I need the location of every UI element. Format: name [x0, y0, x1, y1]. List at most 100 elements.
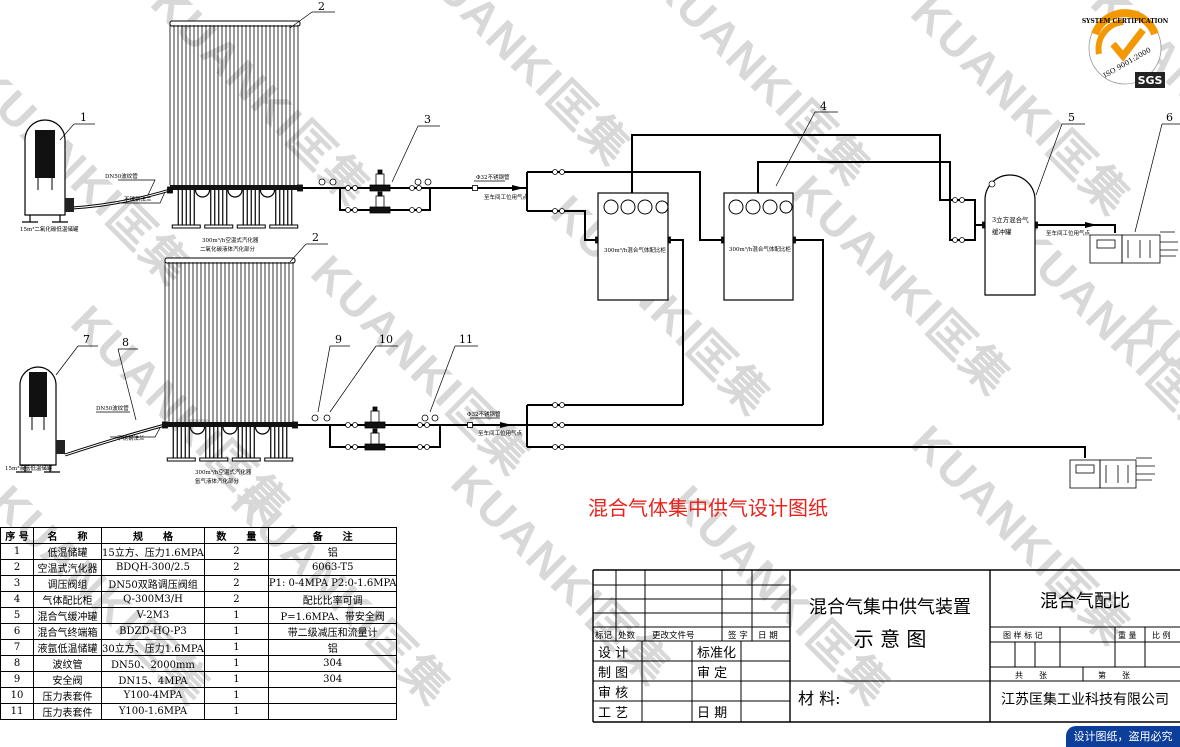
pipe-label-top: Φ32不锈钢管 — [476, 173, 510, 181]
table-cell — [267, 687, 398, 704]
rev-doc: 更改文件号 — [652, 630, 695, 641]
table-cell: 铝 — [267, 639, 398, 656]
table-cell: 7 — [0, 639, 34, 656]
date-label: 日 期 — [697, 706, 727, 721]
table-cell: 名 称 — [33, 527, 102, 544]
flange-label-top: 不锈钢法兰 — [124, 195, 152, 203]
drawing-subtitle: 示 意 图 — [854, 627, 927, 651]
vaporizer-argon — [164, 257, 296, 462]
company-name: 江苏匡集工业科技有限公司 — [1001, 691, 1169, 708]
callout-10: 10 — [379, 333, 393, 346]
table-cell: P1: 0-4MPA P2:0-1.6MPA — [267, 575, 398, 592]
to-point-label-top: 至车间工位用气点 — [484, 193, 529, 201]
callout-2b: 2 — [312, 231, 319, 244]
drawing-title: 混合气集中供气装置 — [809, 597, 971, 618]
drawing-name: 混合气配比 — [1040, 591, 1130, 612]
table-cell: 9 — [0, 671, 34, 688]
flange-label-bottom: 不锈钢法兰 — [117, 434, 145, 442]
rev-count: 处数 — [618, 630, 636, 641]
rev-mark: 标记 — [595, 630, 613, 641]
table-cell: 压力表套件 — [33, 703, 102, 720]
argon-tank — [16, 366, 65, 473]
callout-3: 3 — [424, 113, 431, 126]
table-cell: 304 — [267, 655, 398, 672]
table-cell: 混合气终端箱 — [33, 623, 102, 640]
table-cell: 带二级减压和流量计 — [267, 623, 398, 640]
diagram-labels: 15m³二氧化碳低温储罐 15m³液氩低温储罐 DN50波纹管 不锈钢法兰 DN… — [5, 172, 1091, 485]
table-cell: 空温式汽化器 — [33, 559, 102, 576]
table-cell: Y100-1.6MPA — [101, 703, 205, 720]
terminal-box-1 — [1089, 231, 1178, 264]
table-cell: 调压阀组 — [33, 575, 102, 592]
co2-tank-label: 15m³二氧化碳低温储罐 — [20, 225, 79, 233]
flow-arrows — [500, 185, 1097, 428]
arrow-icon — [512, 185, 524, 191]
table-cell: 5 — [0, 607, 34, 624]
terminal-box-2 — [1069, 457, 1155, 489]
table-cell: 1 — [203, 623, 269, 640]
table-cell: 2 — [203, 591, 269, 608]
table-cell — [267, 703, 398, 720]
callout-11: 11 — [459, 333, 473, 346]
sheet-number-label: 第 张 — [1098, 670, 1130, 680]
table-cell: 混合气缓冲罐 — [33, 607, 102, 624]
callout-2: 2 — [318, 0, 325, 13]
table-cell: 1 — [203, 687, 269, 704]
logo-ring-text: SYSTEM CERTIFICATION — [1082, 18, 1169, 25]
table-cell: 6 — [0, 623, 34, 640]
table-cell: Y100-4MPA — [101, 687, 205, 704]
vaporizer-bottom-label-2: 氩气液体汽化部分 — [195, 477, 240, 485]
process-label: 工 艺 — [598, 706, 628, 721]
weight-label: 重 量 — [1118, 630, 1137, 640]
check-label: 审 核 — [598, 686, 628, 701]
to-point-label-bottom: 至车间工位用气点 — [478, 429, 523, 437]
table-cell: 3 — [0, 575, 34, 592]
table-cell: 4 — [0, 591, 34, 608]
rev-sign: 签 字 — [728, 630, 748, 641]
table-cell: 波纹管 — [33, 655, 102, 672]
rev-date: 日 期 — [758, 631, 778, 641]
callout-leaders — [55, 11, 1180, 438]
vaporizer-top-label-2: 二氧化碳液体汽化部分 — [200, 245, 256, 253]
table-cell: 铝 — [267, 543, 398, 560]
drawing-label: 制 图 — [598, 666, 628, 681]
table-cell: BDQH-300/2.5 — [101, 559, 205, 576]
table-cell: 压力表套件 — [33, 687, 102, 704]
table-cell: 1 — [0, 543, 34, 560]
vaporizer-bottom-label-1: 300m³/h空温式汽化器 — [195, 468, 252, 476]
standard-label: 标准化 — [697, 646, 736, 661]
hose-label-bottom: DN50波纹管 — [96, 404, 129, 412]
buffer-tank-label-1: 3立方混合气 — [992, 215, 1029, 224]
table-cell: 2 — [203, 559, 269, 576]
title-block-text: 标记 处数 更改文件号 签 字 日 期 设 计 标准化 制 图 审 定 审 核 … — [595, 591, 1171, 721]
copyright-banner: 设计图纸，盗用必究 — [1066, 726, 1180, 747]
table-cell: 30立方、压力1.6MPA — [101, 639, 205, 656]
table-cell: DN50、2000mm — [101, 655, 205, 672]
table-cell: 2 — [203, 543, 269, 560]
hose-label-top: DN50波纹管 — [105, 172, 138, 180]
pipelines — [64, 134, 1116, 458]
mixing-cabinet-2 — [723, 192, 794, 301]
table-cell: 11 — [0, 703, 34, 720]
table-cell: 数 量 — [203, 527, 269, 544]
table-cell: 1 — [203, 671, 269, 688]
callout-5: 5 — [1068, 111, 1075, 124]
table-cell: DN15、4MPA — [101, 671, 205, 688]
equipment — [16, 20, 1178, 489]
check-icon — [1110, 27, 1146, 62]
vaporizer-co2 — [169, 20, 301, 229]
table-cell: 序 号 — [0, 527, 34, 544]
arrow-icon — [500, 422, 512, 428]
table-cell: Q-300M3/H — [101, 591, 205, 608]
callout-numbers: 1 2 3 4 5 6 2 7 8 9 10 11 — [80, 0, 1173, 349]
table-cell: V-2M3 — [101, 607, 205, 624]
cabinet-2-label: 300m³/h混合气体配比柜 — [729, 245, 791, 253]
